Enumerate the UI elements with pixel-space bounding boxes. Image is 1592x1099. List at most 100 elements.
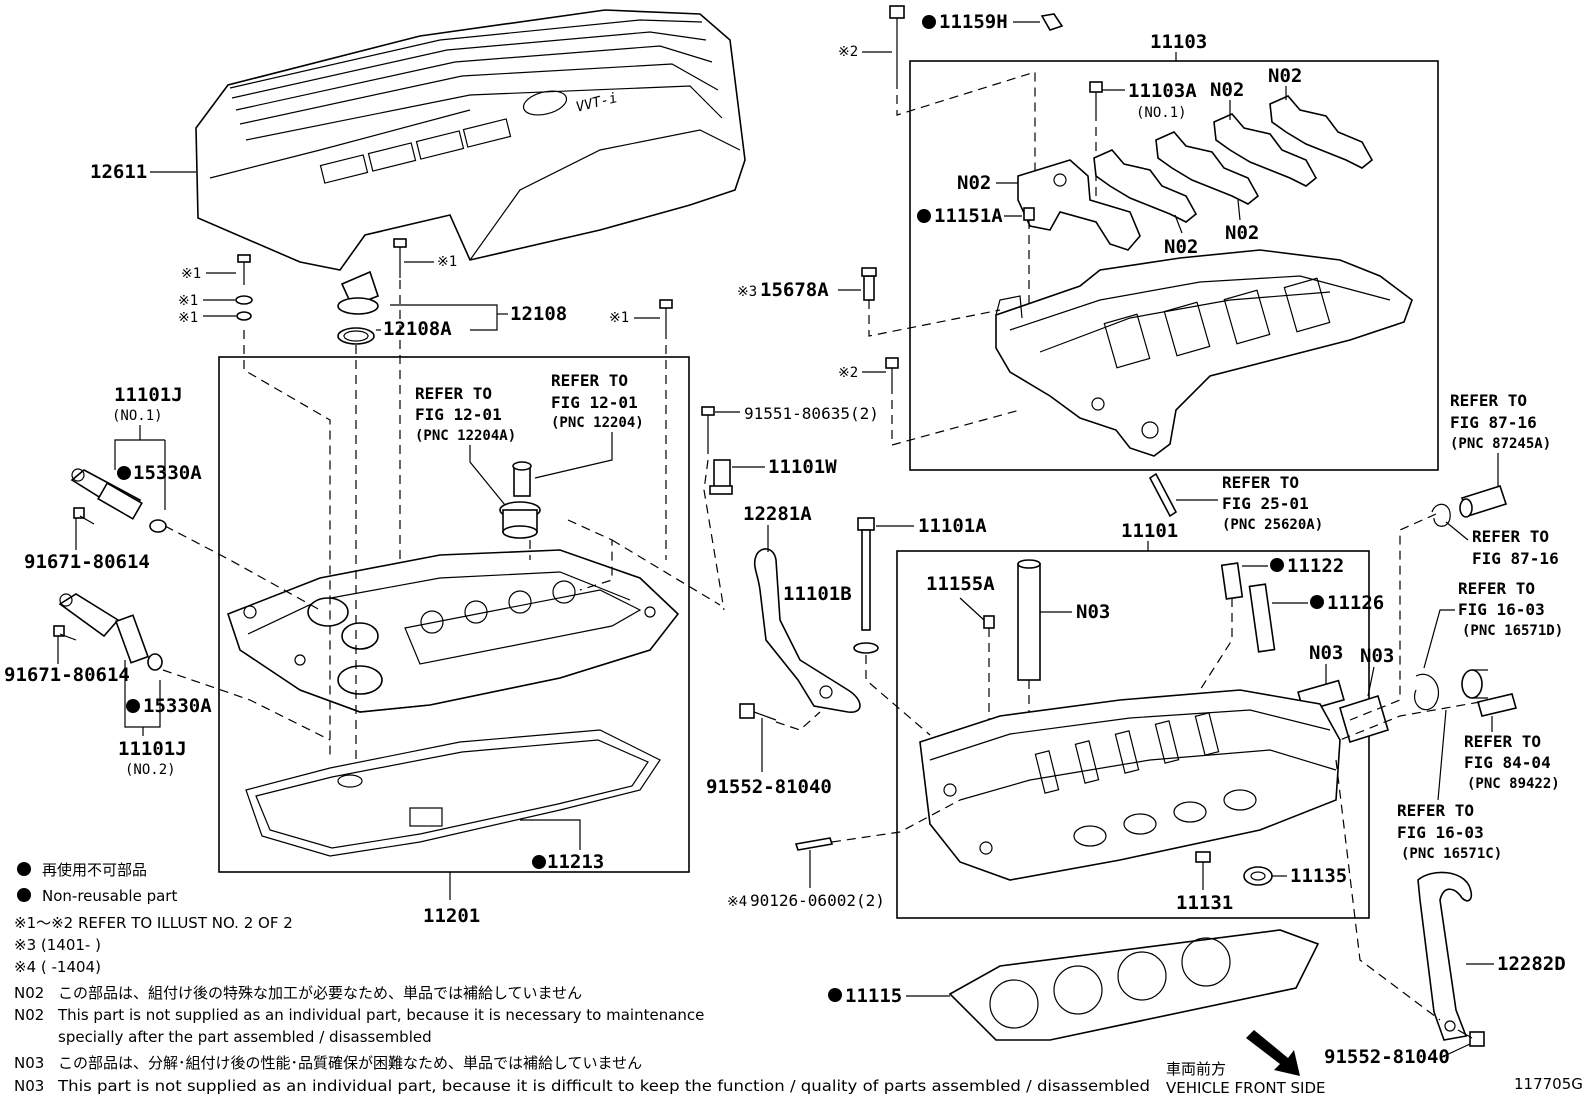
label-91671-1[interactable]: 91671-80614 [24,551,150,573]
label-11101J-1[interactable]: 11101J [114,384,183,406]
oil-filler-gasket[interactable] [337,327,375,345]
label-11159H[interactable]: 11159H [939,11,1008,33]
ref-fig-87-16-a-l3[interactable]: (PNC 87245A) [1450,436,1551,452]
ref-fig-84-04-l1[interactable]: REFER TO [1464,732,1541,751]
head-cover-gasket-11213[interactable] [245,729,661,857]
ref-fig-12-01-b-l1[interactable]: REFER TO [551,371,628,390]
label-15330A-1[interactable]: 15330A [133,462,202,484]
pcv-valve[interactable] [512,461,532,497]
ref-fig-12-01-a-l1[interactable]: REFER TO [415,384,492,403]
guide-11122[interactable] [1220,562,1244,600]
sensor-89422[interactable] [1477,693,1517,717]
ref-fig-87-16-a-l1[interactable]: REFER TO [1450,391,1527,410]
ref-fig-16-03-b-l1[interactable]: REFER TO [1397,801,1474,820]
label-11126[interactable]: 11126 [1327,592,1384,614]
cam-bearing-cap-2[interactable] [1093,149,1198,223]
union-bolt-11101W[interactable] [709,459,733,495]
ref-fig-25-01-l3[interactable]: (PNC 25620A) [1222,517,1323,533]
label-15330A-2[interactable]: 15330A [143,695,212,717]
bolt-long-mark2[interactable] [889,5,905,80]
ref-fig-12-01-b-l2[interactable]: FIG 12-01 [551,393,638,412]
label-n02-a[interactable]: N02 [957,172,991,194]
cylinder-head-cover-11201[interactable] [227,549,680,713]
bolt-91552-1[interactable] [739,703,777,721]
ref-fig-16-03-b-l3[interactable]: (PNC 16571C) [1401,846,1502,862]
label-91551[interactable]: 91551-80635(2) [744,404,879,423]
cam-bearing-cap-5[interactable] [1269,95,1374,169]
label-15678A[interactable]: 15678A [760,279,829,301]
clamp-87-16[interactable] [1431,503,1451,527]
seal-11135[interactable] [1243,866,1273,886]
ref-fig-12-01-b-l3[interactable]: (PNC 12204) [551,415,644,431]
label-11103A[interactable]: 11103A [1128,80,1197,102]
label-n02-b[interactable]: N02 [1210,79,1244,101]
label-11101B[interactable]: 11101B [783,583,852,605]
clamp-16571D[interactable] [1414,673,1440,711]
ref-fig-87-16-a-l2[interactable]: FIG 87-16 [1450,413,1537,432]
label-n02-d[interactable]: N02 [1164,236,1198,258]
label-n02-c[interactable]: N02 [1268,65,1302,87]
engine-hanger-12282D[interactable] [1417,871,1473,1041]
cam-bearing-cap-front[interactable] [1017,159,1141,251]
plug-11131[interactable] [1195,851,1211,863]
cam-bearing-cap-4[interactable] [1213,113,1318,187]
ref-fig-84-04-l3[interactable]: (PNC 89422) [1467,776,1560,792]
ref-fig-87-16-b-l2[interactable]: FIG 87-16 [1472,549,1559,568]
label-11213[interactable]: 11213 [547,851,604,873]
label-91671-2[interactable]: 91671-80614 [4,664,130,686]
label-11201[interactable]: 11201 [423,905,480,927]
guide-11126[interactable] [1248,583,1276,653]
label-n02-e[interactable]: N02 [1225,222,1259,244]
gasket-11159H[interactable] [1040,13,1064,31]
label-11115[interactable]: 11115 [845,985,902,1007]
label-12281A[interactable]: 12281A [743,503,812,525]
ref-fig-16-03-b-l2[interactable]: FIG 16-03 [1397,823,1484,842]
ref-fig-12-01-a-l3[interactable]: (PNC 12204A) [415,428,516,444]
bolt-11103A[interactable] [1089,81,1103,112]
head-bolt-11101A[interactable] [853,517,879,654]
stud-bolt-91551[interactable] [701,406,715,445]
label-11101A[interactable]: 11101A [918,515,987,537]
label-12108A[interactable]: 12108A [383,318,452,340]
label-90126[interactable]: 90126-06002(2) [750,891,885,910]
cover-bolt-center[interactable] [393,238,407,278]
label-11101J-2[interactable]: 11101J [118,738,187,760]
label-n03-b[interactable]: N03 [1309,642,1343,664]
cylinder-head-gasket-11115[interactable] [948,929,1320,1041]
label-11155A[interactable]: 11155A [926,573,995,595]
stud-90126[interactable] [794,837,834,851]
label-91552-2[interactable]: 91552-81040 [1324,1046,1450,1068]
label-11101[interactable]: 11101 [1121,520,1178,542]
cylinder-head[interactable] [919,689,1341,881]
ref-fig-25-01-l1[interactable]: REFER TO [1222,473,1299,492]
label-12611[interactable]: 12611 [90,161,147,183]
label-11122[interactable]: 11122 [1287,555,1344,577]
pcv-grommet[interactable] [499,501,541,539]
valve-guide-bushing-n03[interactable] [1017,559,1041,681]
ref-fig-84-04-l2[interactable]: FIG 84-04 [1464,753,1551,772]
cover-bolt-right[interactable] [659,299,673,330]
engine-hanger-12281A[interactable] [753,548,861,713]
ref-fig-16-03-a-l2[interactable]: FIG 16-03 [1458,600,1545,619]
hose-16571[interactable] [1461,669,1488,699]
label-11101W[interactable]: 11101W [768,456,837,478]
label-n03-c[interactable]: N03 [1360,645,1394,667]
label-91552-1[interactable]: 91552-81040 [706,776,832,798]
engine-cover-12611[interactable]: VVT-i [195,9,746,271]
plug-n03-c[interactable] [1339,694,1389,744]
ref-fig-12-01-a-l2[interactable]: FIG 12-01 [415,405,502,424]
label-12108[interactable]: 12108 [510,303,567,325]
cover-bolt-left[interactable] [235,254,253,321]
ocv-bolt-2[interactable] [53,625,77,641]
cam-bearing-cap-3[interactable] [1155,131,1260,205]
oil-control-valve-no1[interactable] [70,468,167,533]
ref-fig-16-03-a-l1[interactable]: REFER TO [1458,579,1535,598]
oil-filler-cap[interactable] [337,270,380,315]
label-11151A[interactable]: 11151A [934,205,1003,227]
ocv-bolt-1[interactable] [73,507,95,525]
label-11131[interactable]: 11131 [1176,892,1233,914]
pin-11155A[interactable] [983,615,995,629]
bolt-91552-2[interactable] [1457,1029,1485,1047]
label-12282D[interactable]: 12282D [1497,953,1566,975]
stud-25620[interactable] [1148,472,1178,518]
